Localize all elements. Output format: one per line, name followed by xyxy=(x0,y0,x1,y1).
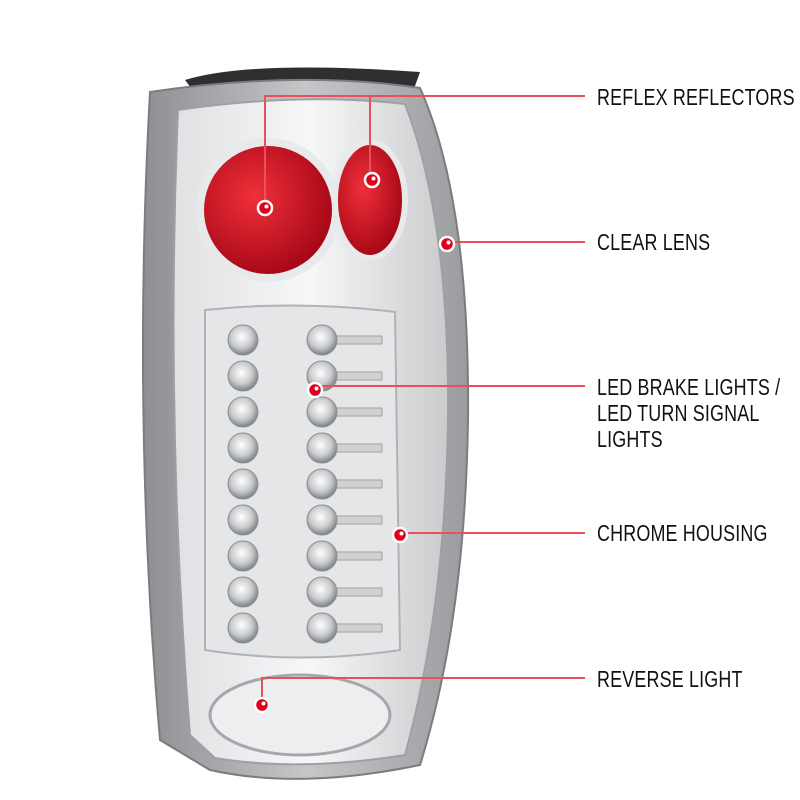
led-reflector-bar xyxy=(331,515,383,525)
led-reflector-bar xyxy=(331,371,383,381)
callout-dot xyxy=(363,171,381,189)
callout-dot-highlight xyxy=(314,386,319,391)
led-reflector-bar xyxy=(331,407,383,417)
label-reflex-reflectors: REFLEX REFLECTORS xyxy=(597,84,795,110)
label-chrome-housing: CHROME HOUSING xyxy=(597,520,768,546)
label-led-line-2: LED TURN SIGNAL xyxy=(597,400,760,426)
led-bulb xyxy=(227,504,259,536)
callout-dot-highlight xyxy=(261,701,266,706)
callout-dot-highlight xyxy=(446,240,451,245)
led-bulb xyxy=(227,576,259,608)
led-bulb xyxy=(306,576,338,608)
callout-dot xyxy=(391,526,409,544)
led-reflector-bar xyxy=(331,335,383,345)
led-bulb xyxy=(306,432,338,464)
callout-dot xyxy=(438,235,456,253)
led-bulb xyxy=(306,324,338,356)
led-bulb xyxy=(227,324,259,356)
led-bulb xyxy=(306,612,338,644)
led-reflector-bar xyxy=(331,587,383,597)
label-reverse-light: REVERSE LIGHT xyxy=(597,666,743,692)
led-bulb xyxy=(227,612,259,644)
led-bulb xyxy=(306,540,338,572)
label-led-line-1: LED BRAKE LIGHTS / xyxy=(597,374,781,400)
reverse-lens xyxy=(208,673,392,757)
callout-dot-highlight xyxy=(264,204,269,209)
led-bulb xyxy=(227,396,259,428)
callout-dot xyxy=(256,199,274,217)
callout-dot xyxy=(306,381,324,399)
label-clear-lens: CLEAR LENS xyxy=(597,229,711,255)
callout-dot-highlight xyxy=(371,176,376,181)
led-bulb xyxy=(227,540,259,572)
callout-lines xyxy=(261,95,585,705)
led-bulb xyxy=(227,360,259,392)
led-reflector-bar xyxy=(331,623,383,633)
led-reflector-bar xyxy=(331,551,383,561)
led-bulb xyxy=(306,468,338,500)
led-bulb xyxy=(306,396,338,428)
led-bulb xyxy=(227,468,259,500)
led-panel xyxy=(204,304,402,659)
label-led-line-3: LIGHTS xyxy=(597,426,663,452)
callout-dots xyxy=(253,171,456,714)
label-led-lights: LED BRAKE LIGHTS / LED TURN SIGNAL LIGHT… xyxy=(597,374,780,452)
led-reflector-bar xyxy=(331,479,383,489)
led-bulb xyxy=(306,504,338,536)
led-reflector-bar xyxy=(331,443,383,453)
led-bulb xyxy=(227,432,259,464)
callout-dot-highlight xyxy=(399,531,404,536)
callout-dot xyxy=(253,696,271,714)
